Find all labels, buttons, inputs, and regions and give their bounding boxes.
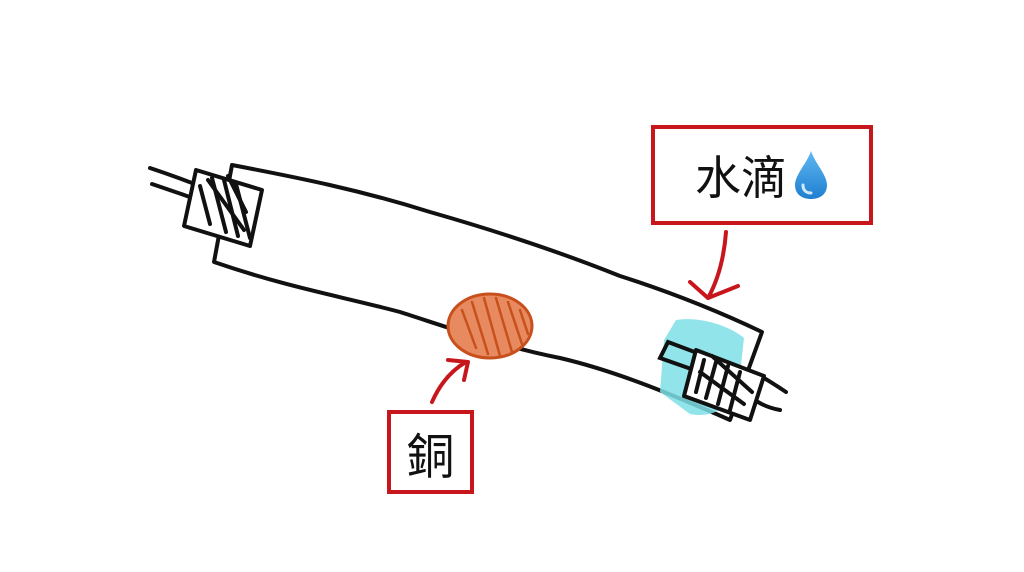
water-drop-label-text: 水滴 [695,151,787,205]
right-connector [682,348,766,422]
copper-label-text: 銅 [406,429,455,485]
water-drop-label: 水滴 [651,125,873,225]
copper-label: 銅 [387,410,474,494]
left-connector [182,168,264,248]
copper-spot [446,292,534,360]
copper-arrow [430,358,470,404]
tube-body [212,163,764,422]
water-drop-icon [795,151,827,199]
water-arrow [688,230,740,300]
